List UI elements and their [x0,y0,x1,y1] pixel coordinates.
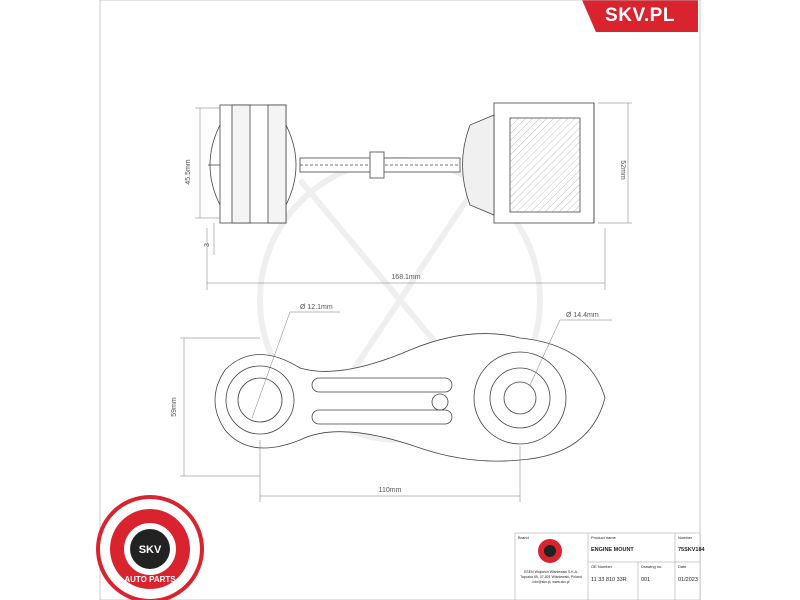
date-value: 01/2023 [678,577,698,583]
dim-diam-small: Ø 12.1mm [300,304,333,311]
company-label: Brand [518,535,529,540]
dim-center: 110mm [379,487,402,494]
date-label: Date [678,564,687,569]
drawing-label: Drawing no. [641,564,662,569]
seal-center-text: SKV [139,544,162,556]
skv-seal: SKV AUTO PARTS [96,495,204,600]
number-label: Number [678,535,693,540]
drawing-value: 001 [641,577,650,583]
product-value: ENGINE MOUNT [591,547,634,553]
side-view-dimensions [195,102,632,290]
top-view-dimensions [180,311,612,502]
dim-length: 168.1mm [391,274,420,281]
number-value: 75SKV184 [678,547,706,553]
company-line-2: Tapczka 65, 07-801 Wiśniewski, Poland [520,575,582,579]
side-view [208,102,595,224]
company-line-1: ESEN Wojciech Wiśniewski S.K.A. [524,570,578,574]
drawing-frame [99,0,701,600]
dim-offset: 3 [204,243,211,247]
company-line-3: info@skv.pl, www.skv.pl [533,580,570,584]
oe-label: OE Number [591,564,613,569]
dim-height-right: 52mm [619,160,626,180]
dim-diam-large: Ø 14.4mm [566,312,599,319]
brand-logo: SKV.PL [582,0,698,32]
seal-bottom-text: AUTO PARTS [124,575,176,584]
top-view [214,333,606,462]
product-label: Product name [591,535,617,540]
dim-width: 59mm [171,397,178,417]
dim-height-left: 45.5mm [185,159,192,184]
oe-value: 11 33 810 33R [591,577,627,583]
title-block-logo [538,539,562,563]
